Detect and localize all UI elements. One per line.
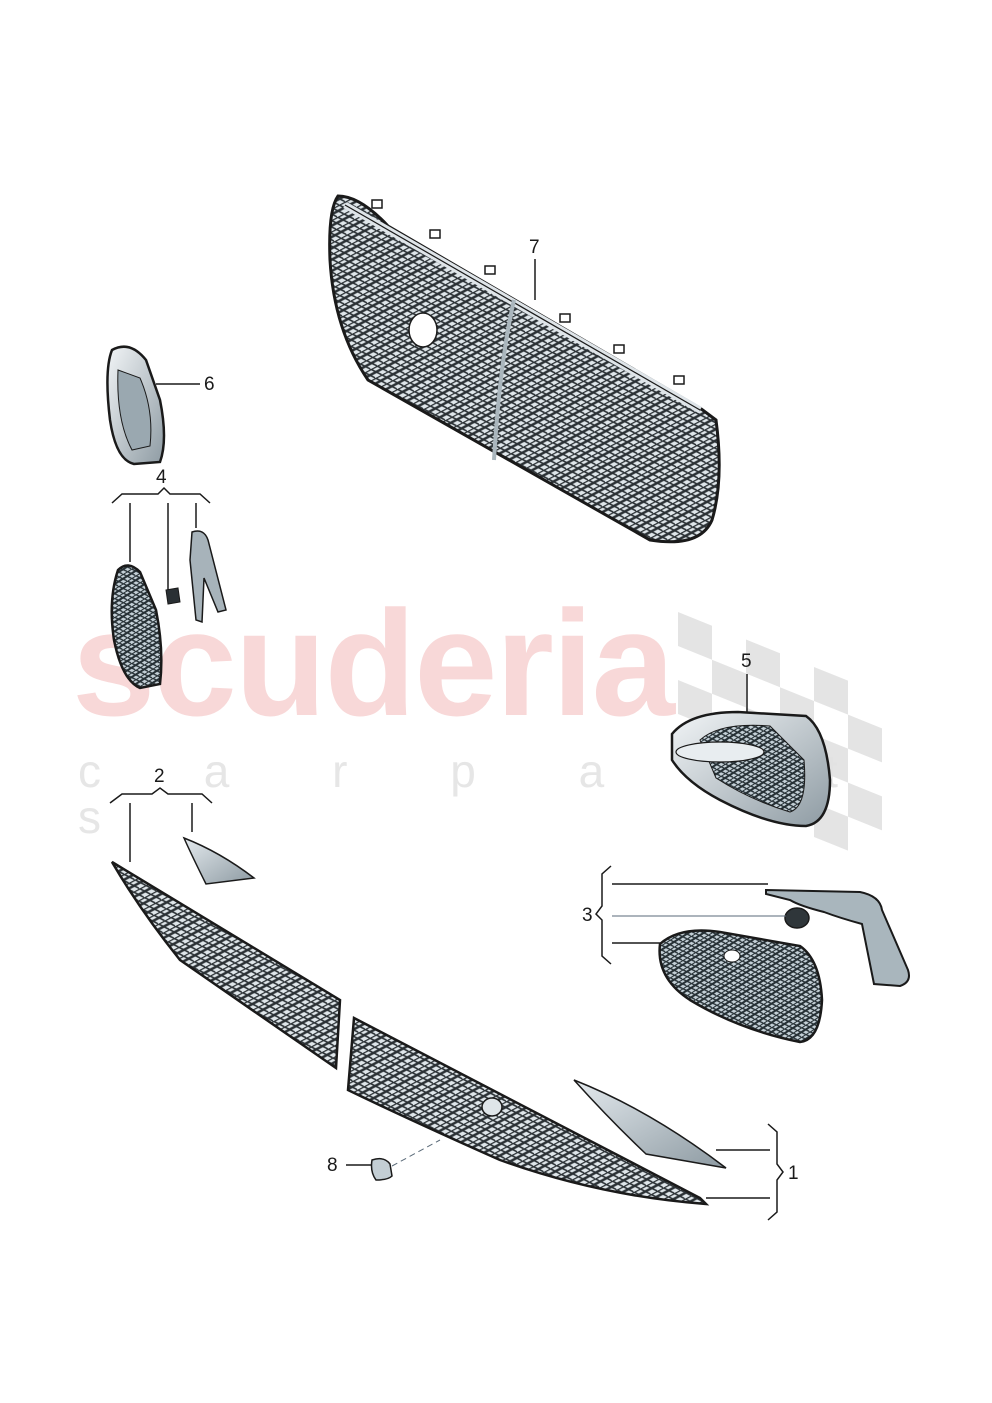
leader-lines: [109, 259, 784, 1221]
clip-part-4: [165, 587, 181, 605]
callout-4[interactable]: 4: [156, 467, 167, 488]
seal-part-4: [189, 530, 227, 624]
radiator-grille-part-7[interactable]: [328, 194, 721, 544]
trim-strip-part-1: [573, 1079, 727, 1169]
callout-6[interactable]: 6: [204, 374, 215, 395]
callout-7[interactable]: 7: [529, 237, 540, 258]
side-trim-frame-part-6[interactable]: [106, 345, 166, 466]
cover-plate-part-3: [765, 888, 910, 988]
callout-2[interactable]: 2: [154, 766, 165, 787]
side-grille-part-4[interactable]: [110, 530, 227, 690]
sensor-part-3: [784, 907, 810, 929]
callout-5[interactable]: 5: [741, 651, 752, 672]
lower-center-grille-part-1[interactable]: [346, 1016, 727, 1206]
callout-1[interactable]: 1: [788, 1163, 799, 1184]
callout-8[interactable]: 8: [327, 1155, 338, 1176]
grille-part-3: [658, 929, 824, 1044]
cap-part-8[interactable]: [370, 1139, 441, 1181]
trim-insert-part-2: [182, 836, 256, 885]
callout-3[interactable]: 3: [582, 905, 593, 926]
lower-side-grille-part-2[interactable]: [110, 836, 342, 1071]
air-intake-grille-part-5[interactable]: [670, 710, 832, 828]
side-intake-assembly-part-3[interactable]: [658, 888, 910, 1044]
